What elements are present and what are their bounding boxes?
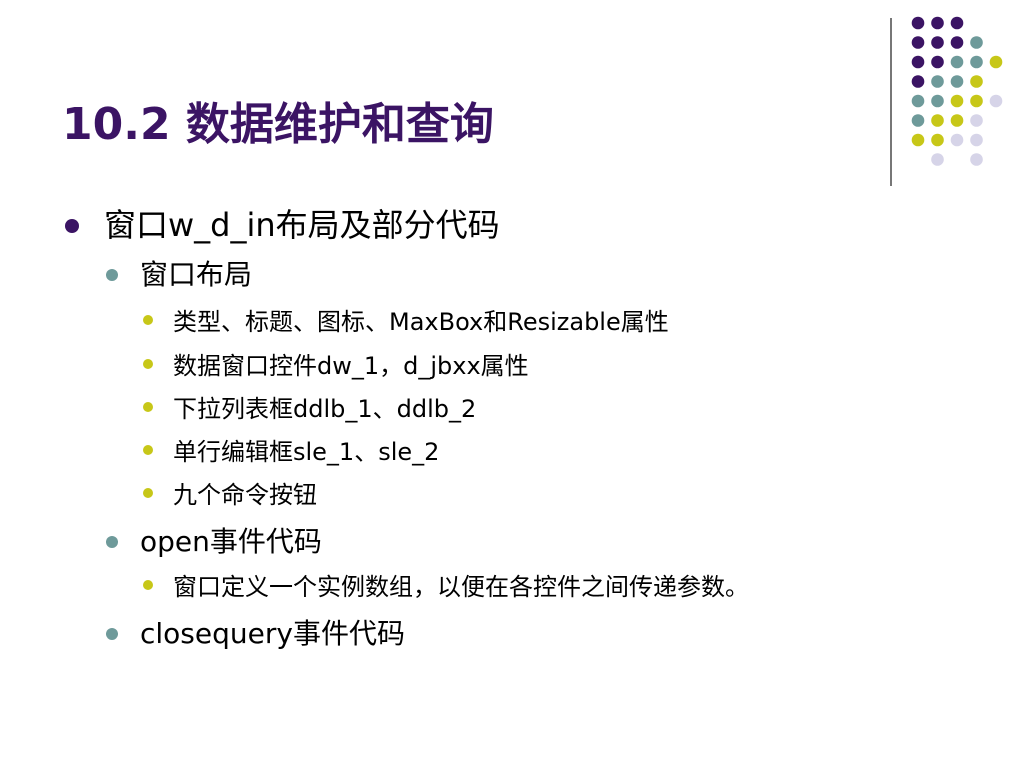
bullet-icon	[65, 219, 79, 233]
decorative-dot	[970, 94, 983, 108]
bullet-icon	[143, 488, 153, 498]
list-item: 单行编辑框sle_1、sle_2	[143, 432, 440, 467]
bullet-icon	[143, 359, 153, 369]
decorative-dot	[911, 16, 925, 30]
decorative-dot	[989, 55, 1003, 69]
decorative-dot	[911, 36, 925, 49]
list-item-text: 单行编辑框sle_1、sle_2	[173, 438, 440, 466]
decorative-dot	[950, 55, 964, 69]
list-item: open事件代码	[106, 520, 322, 560]
list-item: closequery事件代码	[106, 612, 405, 652]
decorative-dot	[950, 133, 964, 147]
dot-grid-decoration	[911, 16, 1003, 166]
decorative-dot	[931, 75, 944, 88]
decorative-dot	[911, 114, 925, 127]
decorative-dot	[970, 153, 983, 166]
decorative-dot	[911, 75, 925, 88]
decorative-dot	[970, 114, 983, 127]
list-item-text: 类型、标题、图标、MaxBox和Resizable属性	[173, 308, 669, 336]
bullet-icon	[143, 580, 153, 590]
bullet-icon	[143, 315, 153, 325]
list-item-text: 窗口定义一个实例数组，以便在各控件之间传递参数。	[173, 573, 749, 601]
slide-title: 10.2 数据维护和查询	[62, 99, 494, 150]
list-item: 窗口w_d_in布局及部分代码	[65, 200, 500, 246]
list-item-text: 九个命令按钮	[173, 481, 317, 509]
list-item: 类型、标题、图标、MaxBox和Resizable属性	[143, 302, 669, 337]
list-item: 窗口布局	[106, 253, 253, 293]
decorative-dot	[911, 133, 925, 147]
list-item: 窗口定义一个实例数组，以便在各控件之间传递参数。	[143, 567, 749, 602]
decorative-dot	[989, 94, 1003, 108]
decorative-dot	[931, 94, 944, 108]
decorative-dot	[950, 16, 964, 30]
list-item-text: 窗口布局	[140, 258, 253, 291]
bullet-icon	[143, 402, 153, 412]
decorative-dot	[970, 55, 983, 69]
list-item-text: closequery事件代码	[140, 617, 405, 650]
bullet-icon	[106, 628, 118, 640]
list-item: 下拉列表框ddlb_1、ddlb_2	[143, 389, 477, 424]
decorative-dot	[970, 75, 983, 88]
decorative-dot	[931, 16, 944, 30]
list-item-text: open事件代码	[140, 525, 322, 558]
decorative-dot	[950, 36, 964, 49]
bullet-icon	[106, 536, 118, 548]
bullet-icon	[106, 269, 118, 281]
list-item-text: 窗口w_d_in布局及部分代码	[104, 206, 500, 244]
list-item-text: 数据窗口控件dw_1，d_jbxx属性	[173, 352, 529, 380]
decorative-dot	[970, 133, 983, 147]
vertical-divider	[890, 18, 892, 186]
decorative-dot	[911, 94, 925, 108]
decorative-dot	[950, 94, 964, 108]
decorative-dot	[931, 114, 944, 127]
list-item-text: 下拉列表框ddlb_1、ddlb_2	[173, 395, 477, 423]
decorative-dot	[931, 55, 944, 69]
decorative-dot	[950, 114, 964, 127]
decorative-dot	[970, 36, 983, 49]
decorative-dot	[931, 36, 944, 49]
list-item: 九个命令按钮	[143, 475, 317, 510]
decorative-dot	[931, 133, 944, 147]
bullet-icon	[143, 445, 153, 455]
decorative-dot	[911, 55, 925, 69]
decorative-dot	[950, 75, 964, 88]
list-item: 数据窗口控件dw_1，d_jbxx属性	[143, 346, 529, 381]
decorative-dot	[931, 153, 944, 166]
